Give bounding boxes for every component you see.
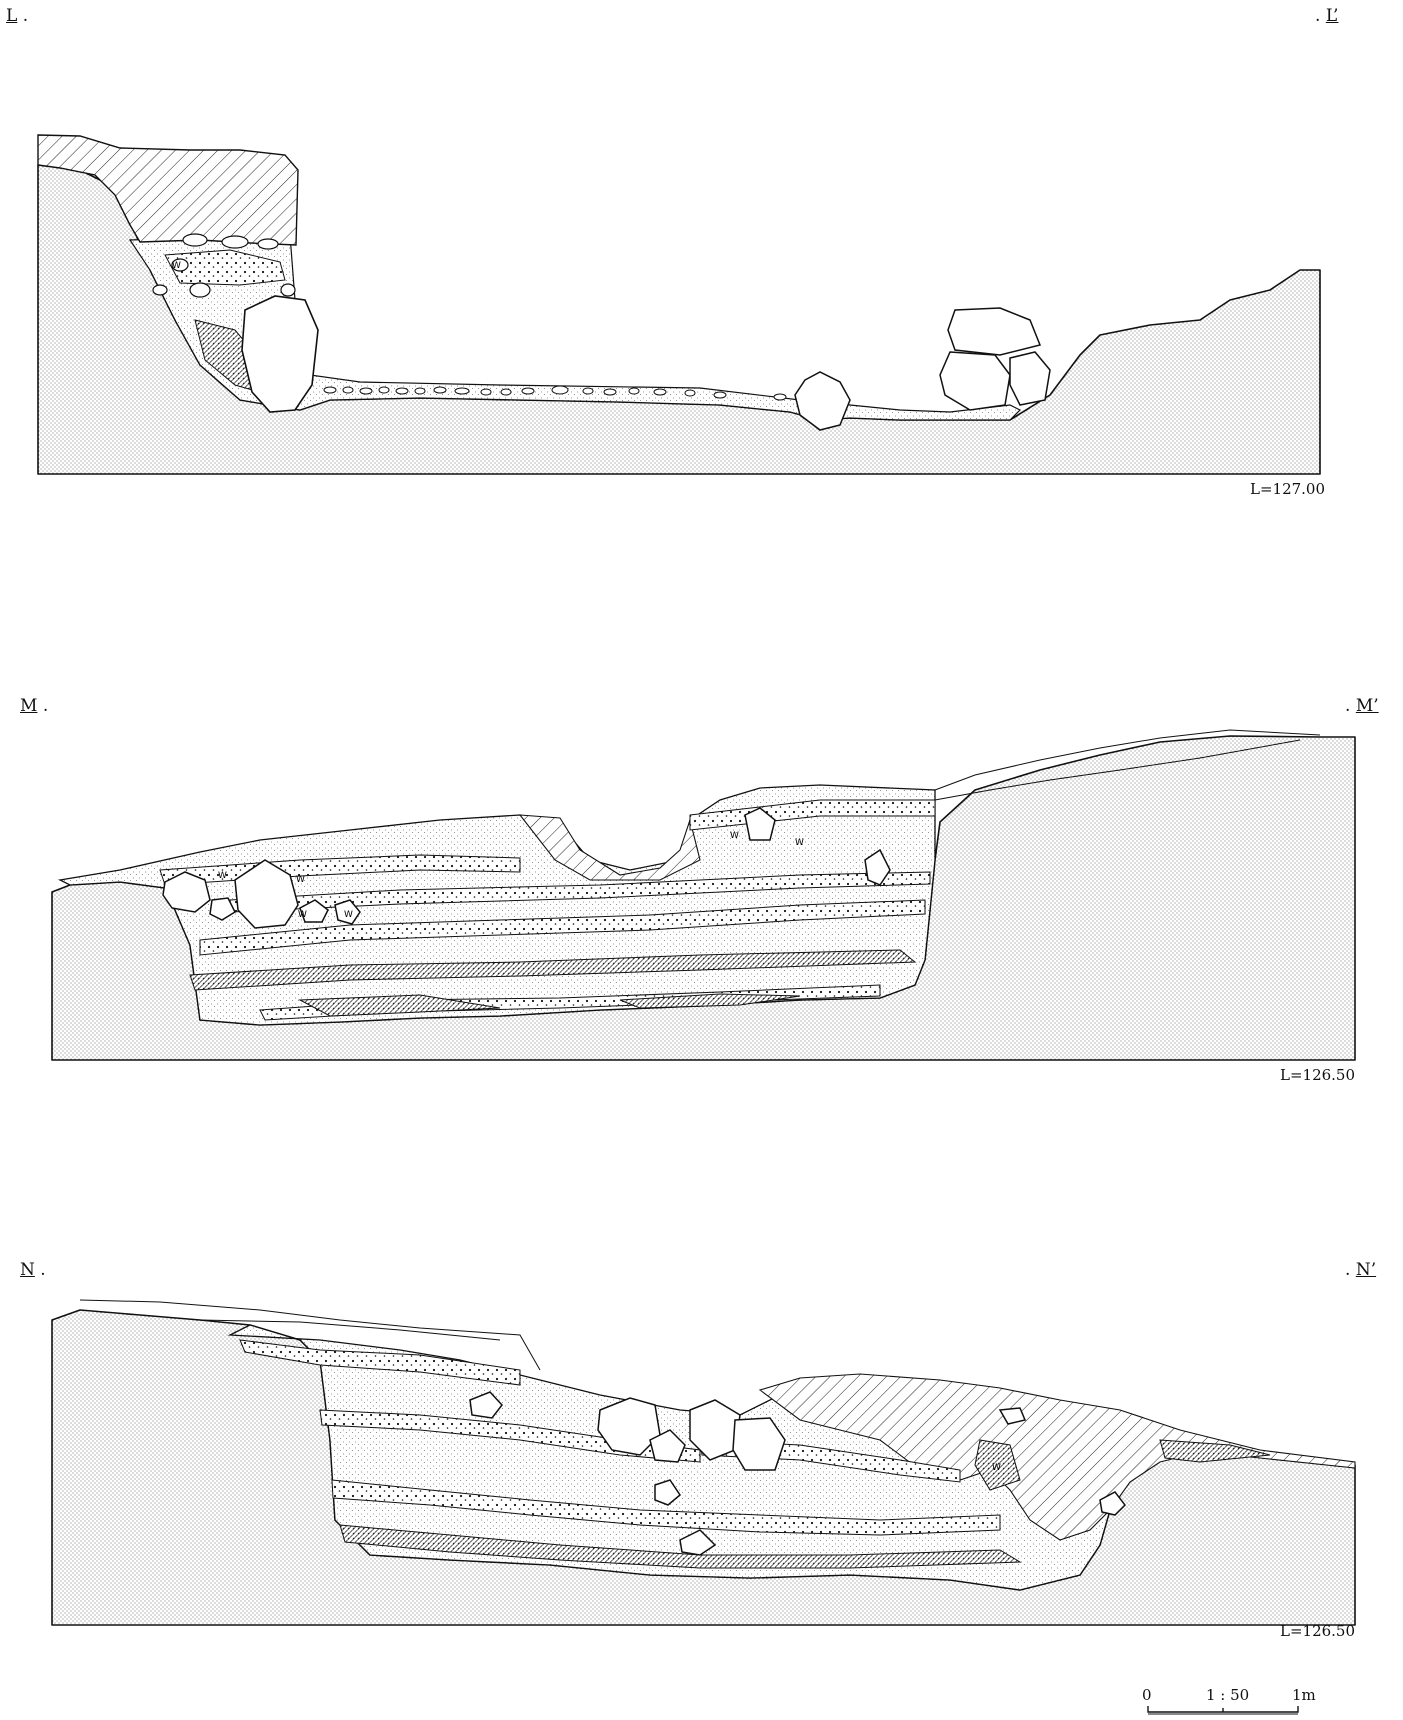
section-l-right-boulders	[939, 307, 1051, 411]
section-m-wood-marker-4: W	[344, 910, 353, 920]
scale-bar-ratio: 1 : 50	[1206, 1686, 1250, 1704]
section-m-wood-marker-1: W	[218, 871, 227, 881]
section-m-wood-marker-6: W	[795, 838, 804, 848]
section-n-surface-lines	[79, 1299, 541, 1371]
section-l-mid-boulder	[794, 371, 851, 431]
section-m-surface-lines	[934, 729, 1321, 801]
section-m-wood-marker-3: W	[298, 910, 307, 920]
section-m-start-label: M .	[20, 696, 49, 716]
section-l-wood-marker: W	[172, 261, 181, 271]
section-m-hatched-wedge	[518, 814, 701, 881]
section-l: W	[37, 134, 1321, 475]
section-l-small-stones	[152, 233, 296, 298]
section-l-start-label: L .	[6, 6, 29, 26]
section-m-stones	[162, 807, 891, 929]
section-l-end-label: . L’	[1315, 6, 1339, 26]
section-n-elevation: L=126.50	[1280, 1622, 1356, 1640]
section-l-hatched-layer	[37, 134, 299, 246]
section-m-wood-marker-5: W	[730, 831, 739, 841]
section-n-end-label: . N’	[1345, 1260, 1377, 1280]
section-n-wood-markers: W	[992, 1463, 1001, 1473]
section-m-strata	[159, 799, 936, 1021]
section-n-strata	[239, 1339, 1271, 1569]
section-l-boulder	[241, 295, 319, 413]
section-m-elevation: L=126.50	[1280, 1066, 1356, 1084]
scale-bar	[1147, 1706, 1299, 1715]
section-n-wood-marker-1: W	[992, 1463, 1001, 1473]
section-n: W	[51, 1299, 1356, 1626]
section-n-start-label: N .	[20, 1260, 46, 1280]
section-m: W W W W W W	[51, 729, 1356, 1061]
section-l-pebble-line	[323, 385, 787, 401]
section-l-dotted-band	[164, 249, 286, 286]
section-m-end-label: . M’	[1345, 696, 1379, 716]
section-m-wood-markers: W W W W W W	[218, 831, 804, 920]
section-m-wood-marker-2: W	[296, 875, 305, 885]
scale-bar-end: 1m	[1292, 1686, 1316, 1704]
section-n-stones	[469, 1391, 1126, 1556]
section-l-elevation: L=127.00	[1250, 480, 1326, 498]
scale-bar-zero: 0	[1142, 1686, 1152, 1704]
